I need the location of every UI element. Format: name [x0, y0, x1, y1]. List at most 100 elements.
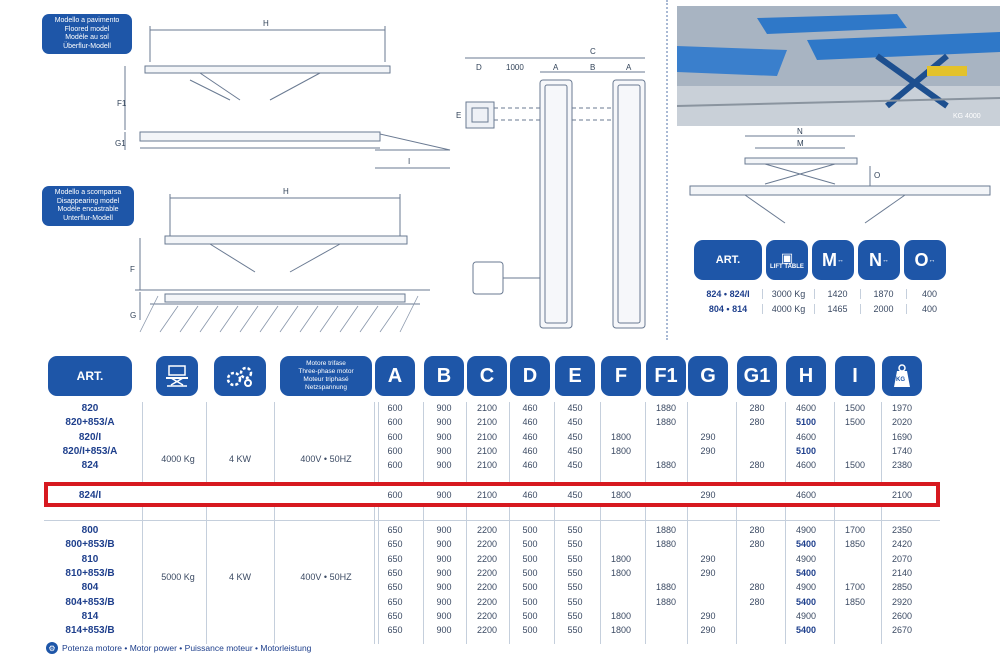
- model-code: 814+853/B: [65, 625, 115, 637]
- cell-h: 5400: [795, 567, 817, 578]
- cell-a: 600: [387, 417, 403, 428]
- mini-cell-n: 1870: [860, 288, 906, 299]
- header-dim-letter: A: [387, 364, 403, 387]
- header-dim-letter: G1: [743, 364, 771, 387]
- cell-weight: 2100: [891, 490, 913, 500]
- cell-d: 460: [522, 490, 538, 500]
- cell-d: 460: [522, 403, 538, 413]
- mini-header-lift-table: ▣ LIFT TABLE: [766, 240, 808, 280]
- weight-icon: [894, 364, 910, 387]
- cell-weight: 2070: [891, 553, 913, 564]
- cell-b: 900: [436, 490, 452, 500]
- double-arrow-icon: ↔: [928, 256, 936, 264]
- dim-label-c: C: [590, 47, 596, 56]
- cell-g1: 280: [749, 460, 765, 471]
- group-capacity: 4000 Kg: [161, 454, 195, 464]
- mini-row: 824 • 824/I 3000 Kg 1420 1870 400: [694, 286, 994, 301]
- cell-g: 290: [700, 610, 716, 621]
- cell-f1: 1880: [655, 460, 677, 471]
- dim-label-e: E: [456, 111, 461, 120]
- cell-weight: 2350: [891, 525, 913, 535]
- cell-c: 2200: [476, 582, 498, 593]
- column-divider: [785, 402, 786, 645]
- cell-d: 500: [522, 610, 538, 621]
- cell-c: 2100: [476, 445, 498, 456]
- cell-h: 4600: [795, 460, 817, 471]
- lift-photo-illustration: KG 4000: [677, 6, 1000, 126]
- mini-cell-n: 2000: [860, 303, 906, 314]
- model-code: 824: [81, 460, 99, 472]
- cell-a: 600: [387, 431, 403, 442]
- cell-f: 1800: [610, 445, 632, 456]
- cell-f1: 1880: [655, 539, 677, 550]
- header-dim-b: B: [424, 356, 464, 396]
- cell-f1: 1880: [655, 417, 677, 428]
- cell-weight: 1690: [891, 431, 913, 442]
- badge-line: Unterflur-Modell: [63, 214, 113, 222]
- cell-weight: 2420: [891, 539, 913, 550]
- mini-header-art: ART.: [694, 240, 762, 280]
- cell-d: 500: [522, 539, 538, 550]
- cell-e: 550: [567, 553, 583, 564]
- cell-weight: 1740: [891, 445, 913, 456]
- cell-d: 460: [522, 445, 538, 456]
- header-dim-letter: F1: [654, 364, 678, 387]
- weight-kg-label: KG: [896, 377, 905, 383]
- header-dim-c: C: [467, 356, 507, 396]
- cell-h: 4900: [795, 525, 817, 535]
- cell-i: 1500: [844, 403, 866, 413]
- header-dim-i: I: [835, 356, 875, 396]
- column-divider: [374, 402, 375, 645]
- photo-caption: KG 4000: [953, 113, 981, 120]
- mini-cell-lift: 4000 Kg: [762, 303, 814, 314]
- mini-cell-m: 1420: [814, 288, 860, 299]
- cell-g1: 280: [749, 403, 765, 413]
- mini-cell-art: 804 • 814: [708, 303, 748, 314]
- cell-e: 450: [567, 460, 583, 471]
- mini-header-n: N↔: [858, 240, 900, 280]
- cell-c: 2100: [476, 417, 498, 428]
- double-arrow-icon: ↔: [882, 256, 889, 264]
- badge-line: Modello a scomparsa: [54, 189, 122, 196]
- header-dim-g1: G1: [737, 356, 777, 396]
- cell-a: 600: [387, 490, 403, 500]
- mini-header: ART. ▣ LIFT TABLE M↔ N↔ O↔: [694, 240, 994, 280]
- cell-b: 900: [436, 582, 452, 593]
- group-separator: [44, 520, 940, 521]
- badge-line: Überflur-Modell: [63, 42, 111, 50]
- cell-weight: 2600: [891, 610, 913, 621]
- cell-b: 900: [436, 553, 452, 564]
- header-dim-letter: B: [436, 364, 452, 387]
- mini-cell-lift: 3000 Kg: [762, 288, 814, 299]
- column-divider: [466, 402, 467, 645]
- dim-label-g: G: [130, 311, 136, 320]
- cell-e: 450: [567, 417, 583, 428]
- cell-a: 650: [387, 582, 403, 593]
- cell-f: 1800: [610, 610, 632, 621]
- cell-h: 4600: [795, 431, 817, 442]
- cell-b: 900: [436, 596, 452, 607]
- badge-line: Disappearing model: [56, 197, 120, 205]
- group-power: 4 KW: [228, 572, 251, 582]
- cell-c: 2200: [476, 539, 498, 550]
- mini-header-n-label: N: [869, 249, 882, 270]
- header-dim-a: A: [375, 356, 415, 396]
- gears-icon: [226, 366, 253, 387]
- badge-line: Modèle au sol: [65, 34, 109, 41]
- cell-d: 500: [522, 567, 538, 578]
- cell-e: 550: [567, 610, 583, 621]
- column-divider: [509, 402, 510, 645]
- cell-h: 5400: [795, 539, 817, 550]
- cell-weight: 2380: [891, 460, 913, 471]
- header-motor: Motore trifase Three-phase motor Moteur …: [280, 356, 372, 396]
- gears-icon: ⚙: [46, 642, 58, 654]
- cell-h: 4600: [795, 490, 817, 500]
- column-divider: [600, 402, 601, 645]
- model-code: 814: [81, 610, 99, 622]
